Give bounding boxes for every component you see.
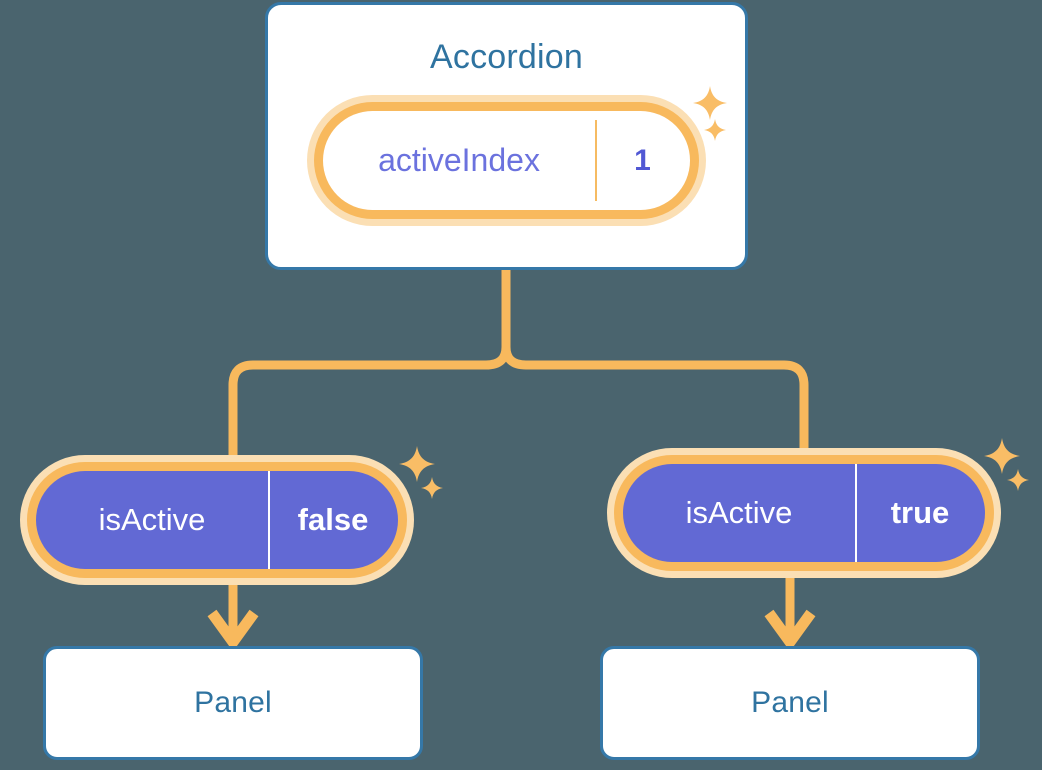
pill-body: activeIndex 1 [323, 111, 690, 210]
connector-branch-left [228, 342, 511, 460]
sparkle-icon [693, 86, 727, 120]
state-pill-isactive-true[interactable]: isActive true [607, 448, 1001, 578]
state-key: activeIndex [378, 142, 540, 178]
pill-divider [855, 464, 857, 562]
arrow-down-icon-right-head [764, 609, 816, 652]
state-pill-activeindex[interactable]: activeIndex 1 [307, 95, 706, 226]
component-card-panel-left[interactable]: Panel [43, 646, 423, 760]
panel-title: Panel [194, 686, 272, 719]
state-value: true [890, 495, 950, 530]
state-key: isActive [98, 502, 206, 537]
state-pill-isactive-false[interactable]: isActive false [20, 455, 414, 585]
state-value: 1 [634, 143, 651, 177]
state-key: isActive [685, 495, 793, 530]
sparkle-icon [1007, 469, 1029, 491]
pill-divider [595, 120, 597, 201]
component-card-panel-right[interactable]: Panel [600, 646, 980, 760]
page-title: Accordion [430, 38, 583, 76]
sparkle-icon [984, 438, 1020, 474]
sparkle-icon [421, 477, 443, 499]
pill-divider [268, 471, 270, 569]
sparkle-icon [399, 446, 435, 482]
state-value: false [297, 502, 369, 537]
connector-branch-right [501, 342, 809, 453]
pill-body: isActive false [36, 471, 398, 569]
panel-title: Panel [751, 686, 829, 719]
sparkle-icon [704, 119, 726, 141]
arrow-down-icon-left-head [207, 609, 259, 652]
pill-body: isActive true [623, 464, 985, 562]
